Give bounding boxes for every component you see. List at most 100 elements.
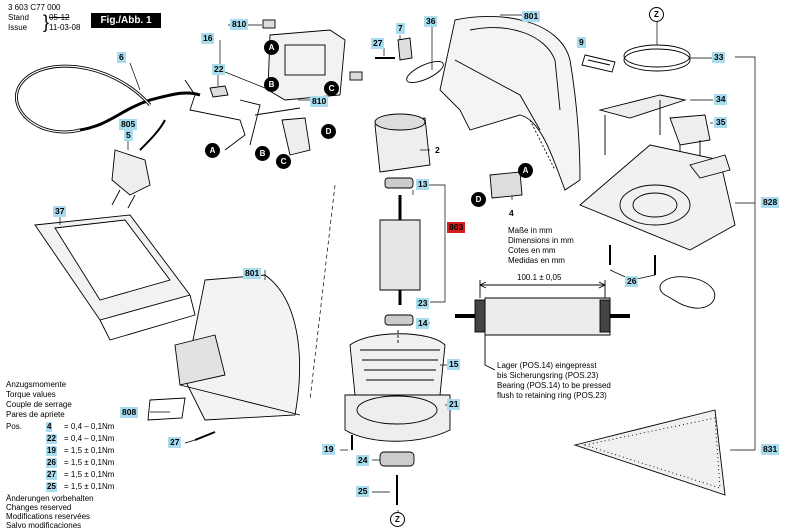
part-tag-23: 23: [416, 298, 430, 309]
part-tag-801-upper: 801: [522, 11, 541, 22]
part-tag-801-lower: 801: [243, 268, 262, 279]
part-tag-4: 4: [509, 208, 514, 218]
part-tag-15: 15: [447, 359, 461, 370]
part-tag-19: 19: [322, 444, 336, 455]
bracket-35: [669, 114, 711, 146]
fan-housing: [344, 394, 451, 442]
part-tag-35: 35: [714, 117, 728, 128]
front-housing: [184, 274, 300, 421]
torque-pos: 19: [46, 446, 57, 456]
armature-rotor: [379, 219, 421, 291]
part-810-small: [262, 19, 276, 29]
switch-part-4: [489, 171, 523, 199]
part-tag-803: 803: [447, 222, 466, 233]
marker-a-left: A: [205, 143, 220, 158]
switch-bracket: [281, 117, 311, 156]
part-tag-808: 808: [120, 407, 139, 418]
o-ring: [406, 60, 444, 84]
stand-label: Stand: [8, 13, 29, 22]
bearing-24: [379, 451, 415, 467]
marker-d-left: D: [321, 124, 336, 139]
wire-a: [184, 79, 246, 151]
clip-ring: [659, 276, 716, 309]
marker-a-switch: A: [264, 40, 279, 55]
issue-date: 11-03-08: [49, 23, 81, 32]
note-line-1: Lager (POS.14) eingepresst: [497, 361, 597, 370]
part-tag-831: 831: [761, 444, 780, 455]
part-tag-21: 21: [447, 399, 461, 410]
part-tag-6: 6: [117, 52, 126, 63]
part-tag-27-upper: 27: [371, 38, 385, 49]
label-strip: [581, 54, 616, 73]
part-tag-24: 24: [356, 455, 370, 466]
torque-value: = 0,4 – 0,1Nm: [64, 434, 115, 443]
brace: }: [43, 12, 50, 32]
torque-title-fr: Couple de serrage: [6, 400, 72, 409]
torque-pos: 25: [46, 482, 57, 492]
sheet-808: [147, 397, 186, 421]
dim-text-es: Medidas en mm: [508, 256, 565, 265]
marker-z-bottom: Z: [390, 512, 405, 527]
part-tag-14: 14: [416, 318, 430, 329]
part-tag-37: 37: [53, 206, 67, 217]
part-tag-16: 16: [201, 33, 215, 44]
wire-b: [239, 99, 261, 146]
torque-title-en: Torque values: [6, 390, 56, 399]
torque-pos: 27: [46, 470, 57, 480]
part-tag-36: 36: [424, 16, 438, 27]
sanding-sheet: [573, 409, 726, 496]
part-tag-9: 9: [577, 37, 586, 48]
footer-en: Changes reserved: [6, 503, 72, 512]
footer-de: Änderungen vorbehalten: [6, 494, 94, 503]
torque-value: = 0,4 – 0,1Nm: [64, 422, 115, 431]
note-line-4: flush to retaining ring (POS.23): [497, 391, 607, 400]
fan: [349, 333, 446, 396]
torque-pos: 26: [46, 458, 57, 468]
part-tag-828: 828: [761, 197, 780, 208]
bracket-34: [598, 94, 687, 119]
torque-value: = 1,5 ± 0,1Nm: [64, 446, 115, 455]
issue-label: Issue: [8, 23, 28, 32]
velcro-ring: [623, 48, 691, 72]
torque-value: = 1,5 ± 0,1Nm: [64, 458, 115, 467]
torque-value: = 1,5 ± 0,1Nm: [64, 470, 115, 479]
armature-detail: [484, 297, 611, 336]
part-tag-2: 2: [435, 145, 440, 155]
part-tag-22: 22: [212, 64, 226, 75]
tip-part: [689, 154, 731, 179]
dim-text-en: Dimensions in mm: [508, 236, 574, 245]
torque-pos: 4: [46, 422, 53, 432]
part-tag-34: 34: [714, 94, 728, 105]
torque-title-de: Anzugsmomente: [6, 380, 67, 389]
footer-fr: Modifications reservées: [6, 512, 91, 521]
part-tag-810-upper: 810: [230, 19, 249, 30]
marker-c-left: C: [276, 154, 291, 169]
part-tag-805: 805: [119, 119, 138, 130]
part-tag-25: 25: [356, 486, 370, 497]
figure-label: Fig./Abb. 1: [91, 13, 161, 28]
part-tag-27-lower: 27: [168, 437, 182, 448]
torque-title-es: Pares de apriete: [6, 410, 65, 419]
marker-c-switch: C: [324, 81, 339, 96]
doc-number: 3 603 C77 000: [8, 3, 61, 12]
dim-text-de: Maße in mm: [508, 226, 553, 235]
part-tag-5: 5: [124, 130, 133, 141]
footer-es: Salvo modificaciones: [6, 521, 82, 530]
power-cable: [15, 64, 201, 134]
note-line-2: bis Sicherungsring (POS.23): [497, 371, 599, 380]
marker-b-left: B: [255, 146, 270, 161]
part-tag-7: 7: [396, 23, 405, 34]
marker-d-right: D: [471, 192, 486, 207]
bearing-14: [384, 314, 414, 326]
torque-pos: 22: [46, 434, 57, 444]
part-tag-33: 33: [712, 52, 726, 63]
dim-text-fr: Cotes en mm: [508, 246, 556, 255]
dim-length: 100.1 ± 0,05: [517, 273, 562, 282]
part-tag-13: 13: [416, 179, 430, 190]
marker-b-switch: B: [264, 77, 279, 92]
torque-value: = 1,5 ± 0,1Nm: [64, 482, 115, 491]
stand-old: 05-12: [49, 13, 70, 22]
part-tag-810-lower: 810: [310, 96, 329, 107]
